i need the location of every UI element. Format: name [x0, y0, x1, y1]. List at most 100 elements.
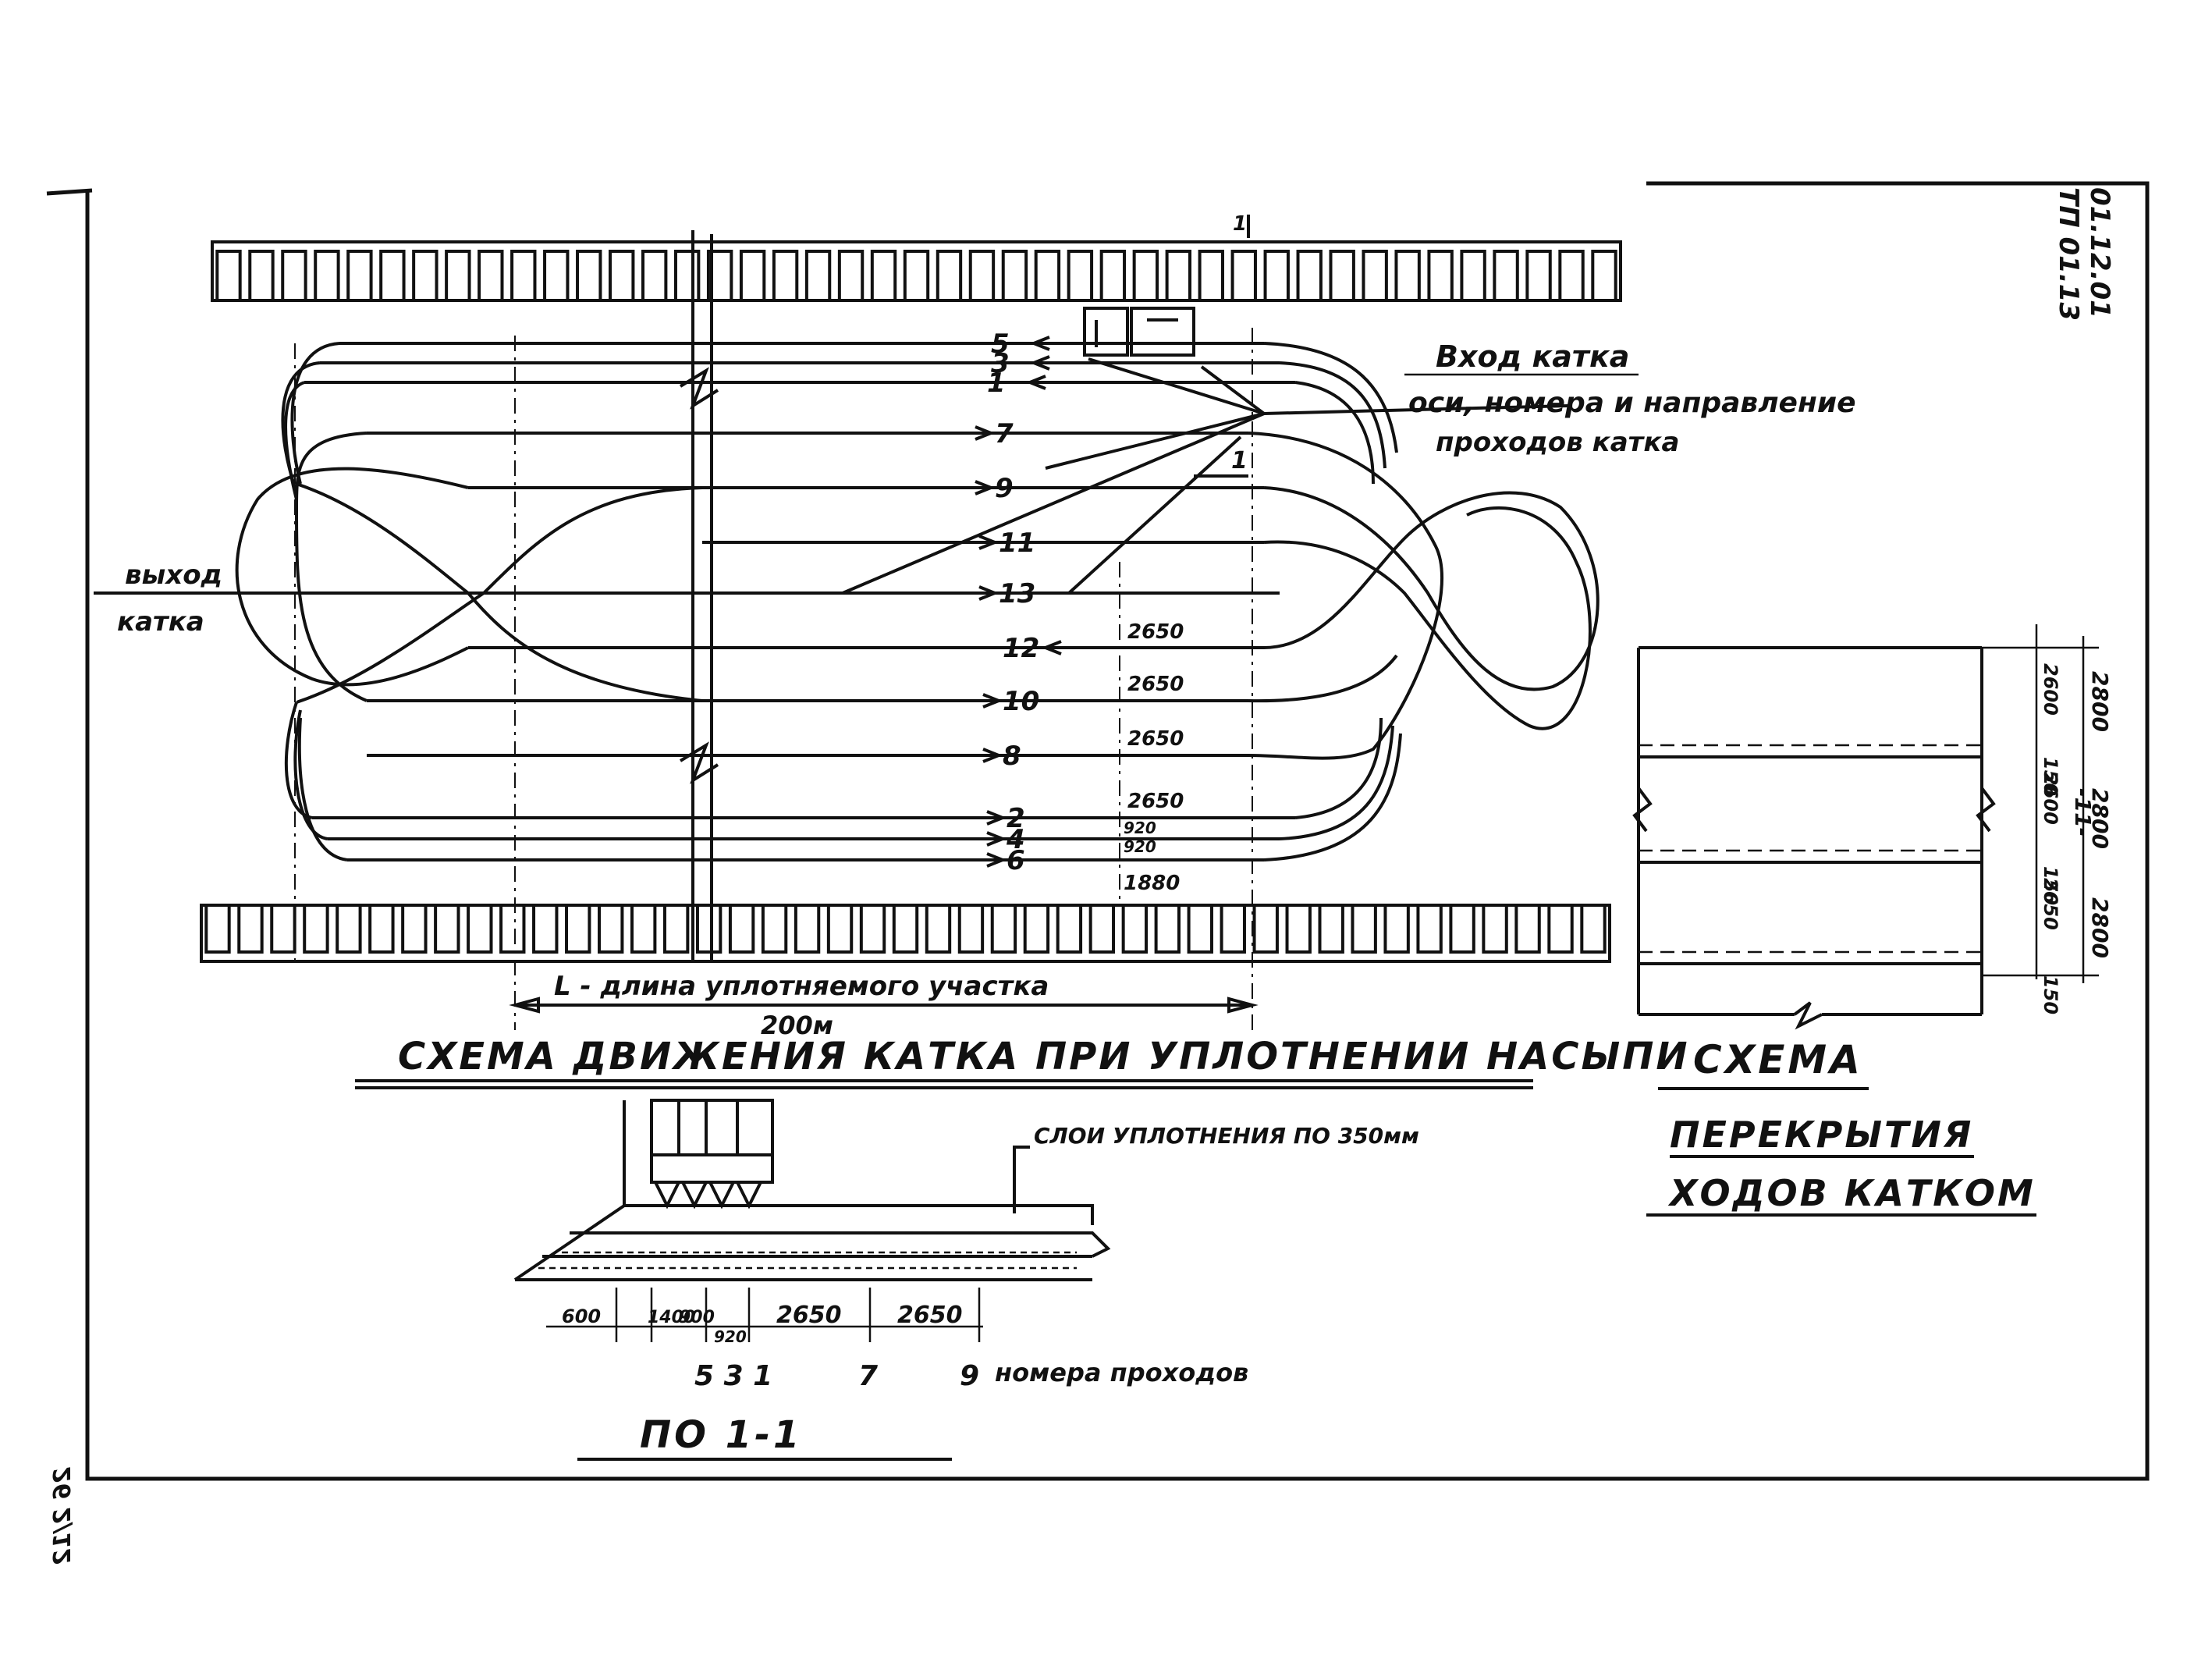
- overlap-right-dim: 2800: [2087, 671, 2113, 732]
- pass-spacing-dim: 2650: [1127, 790, 1184, 813]
- section-dim: 600: [562, 1306, 601, 1327]
- bottom-embankment-edge: [200, 904, 1611, 963]
- embankment-tooth: [532, 905, 559, 954]
- direction-arrow: [940, 585, 996, 601]
- direction-arrow: [940, 535, 996, 550]
- section-pass-label: номера проходов: [995, 1358, 1248, 1387]
- pass-number: 8: [1003, 741, 1021, 772]
- embankment-tooth: [761, 905, 788, 954]
- overlap-title-3: ХОДОВ КАТКОМ: [1667, 1172, 2036, 1214]
- overlap-left-dim: 2650: [2040, 878, 2061, 930]
- embankment-tooth: [1449, 905, 1475, 954]
- overlap-title-2: ПЕРЕКРЫТИЯ: [1670, 1114, 1973, 1156]
- embankment-tooth: [1056, 905, 1083, 954]
- embankment-tooth: [609, 250, 635, 300]
- embankment-tooth: [412, 250, 438, 300]
- embankment-tooth: [467, 905, 493, 954]
- embankment-tooth: [1427, 250, 1454, 300]
- direction-arrow: [1033, 336, 1088, 351]
- embankment-tooth: [1023, 905, 1050, 954]
- embankment-tooth: [1362, 250, 1388, 300]
- embankment-tooth: [281, 250, 307, 300]
- embankment-tooth: [1580, 905, 1607, 954]
- overlap-left-dim: 2600: [2040, 663, 2061, 716]
- pass-number: 7: [995, 418, 1014, 449]
- main-scheme-title: СХЕМА ДВИЖЕНИЯ КАТКА ПРИ УПЛОТНЕНИИ НАСЫ…: [398, 1035, 1690, 1078]
- direction-arrow: [1029, 375, 1085, 390]
- embankment-tooth: [892, 905, 919, 954]
- length-label: L - длина уплотняемого участка: [554, 971, 1049, 1002]
- embankment-tooth: [870, 250, 897, 300]
- embankment-tooth: [1318, 905, 1344, 954]
- embankment-tooth: [237, 905, 264, 954]
- embankment-tooth: [478, 250, 504, 300]
- section-dim: 2650: [897, 1302, 963, 1329]
- angle-mark: 1: [1231, 447, 1248, 474]
- overlap-left-dim: 150: [2040, 866, 2061, 905]
- embankment-tooth: [1099, 250, 1127, 300]
- overlap-title-1: СХЕМА: [1693, 1037, 1863, 1082]
- direction-arrow: [936, 425, 992, 441]
- embankment-tooth: [706, 250, 733, 300]
- pass-number: 4: [1006, 824, 1025, 855]
- margin-stamp: 26 2/12: [49, 1467, 76, 1565]
- embankment-tooth: [303, 905, 329, 954]
- pass-number: 11: [999, 528, 1035, 559]
- embankment-tooth: [1285, 905, 1312, 954]
- embankment-tooth: [379, 250, 406, 300]
- pass-number: 13: [999, 578, 1035, 609]
- embankment-tooth: [1558, 250, 1585, 300]
- pass-number: 2: [1007, 803, 1025, 834]
- embankment-tooth: [925, 905, 952, 954]
- embankment-tooth: [215, 250, 242, 300]
- section-dim: 1400: [648, 1308, 695, 1327]
- embankment-tooth: [673, 250, 701, 300]
- direction-arrow: [944, 693, 999, 709]
- section-cut-mark: 1: [1233, 212, 1247, 236]
- overlap-left-dim: 2600: [2040, 773, 2061, 825]
- embankment-tooth: [499, 905, 526, 954]
- embankment-tooth: [434, 905, 460, 954]
- embankment-tooth: [1220, 905, 1246, 954]
- embankment-tooth: [1547, 905, 1574, 954]
- embankment-tooth: [543, 250, 570, 300]
- embankment-tooth: [314, 250, 340, 300]
- turn-loops: [235, 342, 1600, 861]
- embankment-tooth: [630, 905, 657, 954]
- break-strip: [679, 230, 719, 961]
- embankment-tooth: [445, 250, 471, 300]
- embankment-tooth: [794, 905, 821, 954]
- direction-arrow: [944, 748, 999, 763]
- leader-lines: [842, 357, 1639, 595]
- section-pass-135: 5 3 1: [694, 1360, 772, 1392]
- embankment-tooth: [1351, 905, 1377, 954]
- entry-label: Вход катка: [1436, 339, 1629, 374]
- embankment-tooth: [336, 905, 362, 954]
- pass-lines: [94, 342, 1295, 861]
- embankment-tooth: [1001, 250, 1028, 300]
- pass-spacing-dim: 2650: [1127, 727, 1184, 751]
- overlap-left-dim: 150: [2040, 757, 2061, 796]
- embankment-tooth: [1329, 250, 1355, 300]
- doc-code-bottom: ТП 01.13: [2053, 187, 2084, 321]
- pass-number: 1: [987, 368, 1006, 399]
- doc-code-top: 01.12.01: [2084, 187, 2115, 318]
- embankment-tooth: [772, 250, 799, 300]
- exit-label-2: катка: [117, 606, 204, 638]
- pass-spacing-dim: 1880: [1124, 872, 1180, 895]
- embankment-tooth: [695, 905, 723, 954]
- embankment-tooth: [739, 250, 766, 300]
- embankment-tooth: [1482, 905, 1508, 954]
- direction-arrow: [1033, 355, 1088, 371]
- direction-arrow: [948, 810, 1003, 826]
- length-dimension: L - длина уплотняемого участка 200м: [509, 971, 1259, 1040]
- embankment-tooth: [1121, 905, 1149, 954]
- overlap-left-dim: 150: [2040, 975, 2061, 1014]
- embankment-tooth: [1252, 905, 1279, 954]
- embankment-tooth: [1591, 250, 1617, 300]
- embankment-tooth: [641, 250, 668, 300]
- embankment-tooth: [204, 905, 231, 954]
- embankment-tooth: [662, 905, 690, 954]
